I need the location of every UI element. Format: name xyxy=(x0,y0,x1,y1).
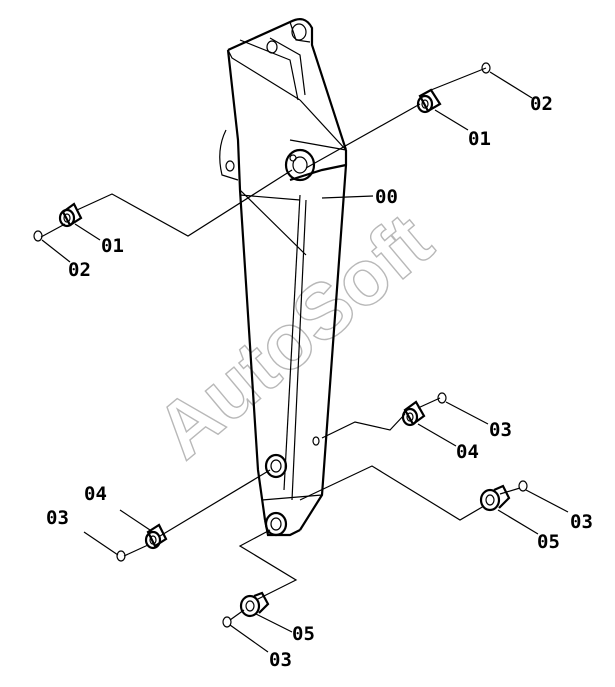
label-part-05-right: 05 xyxy=(537,531,560,553)
label-part-03-bottom: 03 xyxy=(269,649,292,671)
bushing-04-left xyxy=(144,523,168,550)
pin-03-left xyxy=(116,550,126,562)
label-part-01-left: 01 xyxy=(101,235,124,257)
label-part-01-right: 01 xyxy=(468,128,491,150)
label-part-03-right: 03 xyxy=(570,511,593,533)
pin-02-left xyxy=(33,230,43,242)
label-part-03-left: 03 xyxy=(46,507,69,529)
label-part-04-left: 04 xyxy=(84,483,107,505)
label-part-05-bottom: 05 xyxy=(292,623,315,645)
bushing-01-right xyxy=(416,88,442,114)
watermark-text: AutoSoft xyxy=(139,196,448,475)
pin-03-bottom xyxy=(222,616,232,628)
bushing-01-left xyxy=(58,202,83,228)
label-part-00: 00 xyxy=(375,186,398,208)
leader-lines xyxy=(40,67,569,653)
pin-03-right xyxy=(518,480,528,492)
arm-body xyxy=(219,17,348,537)
pin-03-mid-right xyxy=(437,392,447,404)
label-part-03-mid-right: 03 xyxy=(489,419,512,441)
label-part-04-mid-right: 04 xyxy=(456,441,479,463)
label-part-02-left: 02 xyxy=(68,259,91,281)
label-part-02-right: 02 xyxy=(530,93,553,115)
bushing-04-right xyxy=(401,400,426,427)
bushing-05-bottom xyxy=(239,591,270,618)
pin-02-right xyxy=(481,62,491,74)
bushing-05-right xyxy=(479,484,511,512)
